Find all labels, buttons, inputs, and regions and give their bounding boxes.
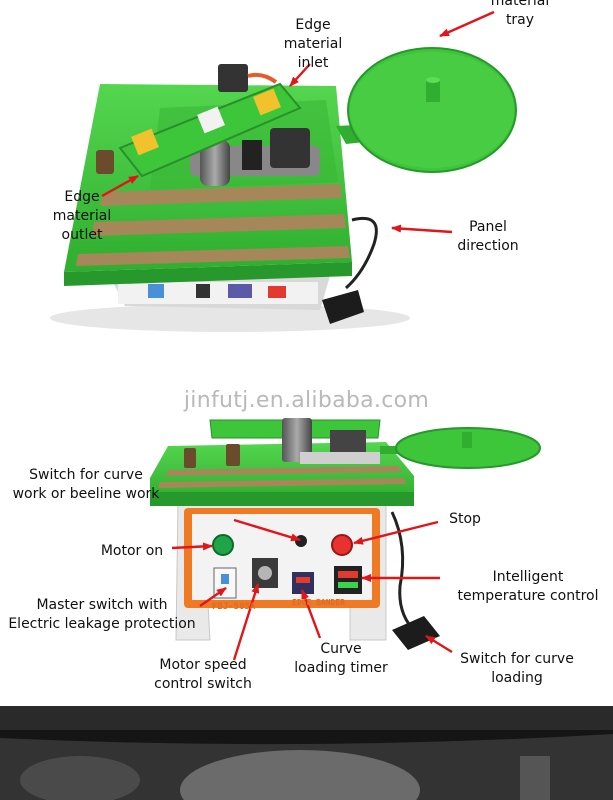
watermark: jinfutj.en.alibaba.com [183,388,430,413]
machine-brand-plate: EDGE BANDER [292,598,345,607]
top-machine-photo [50,47,517,332]
bottom-machine-photo [150,418,541,650]
bottom-callout-arrows [171,518,453,661]
label-stop: Stop [449,511,481,527]
top-callout-arrows [101,10,495,234]
section-divider-banner [0,706,613,800]
machine-model-plate: FBJ-505A [212,602,256,612]
label-motor-on: Motor on [100,543,164,559]
